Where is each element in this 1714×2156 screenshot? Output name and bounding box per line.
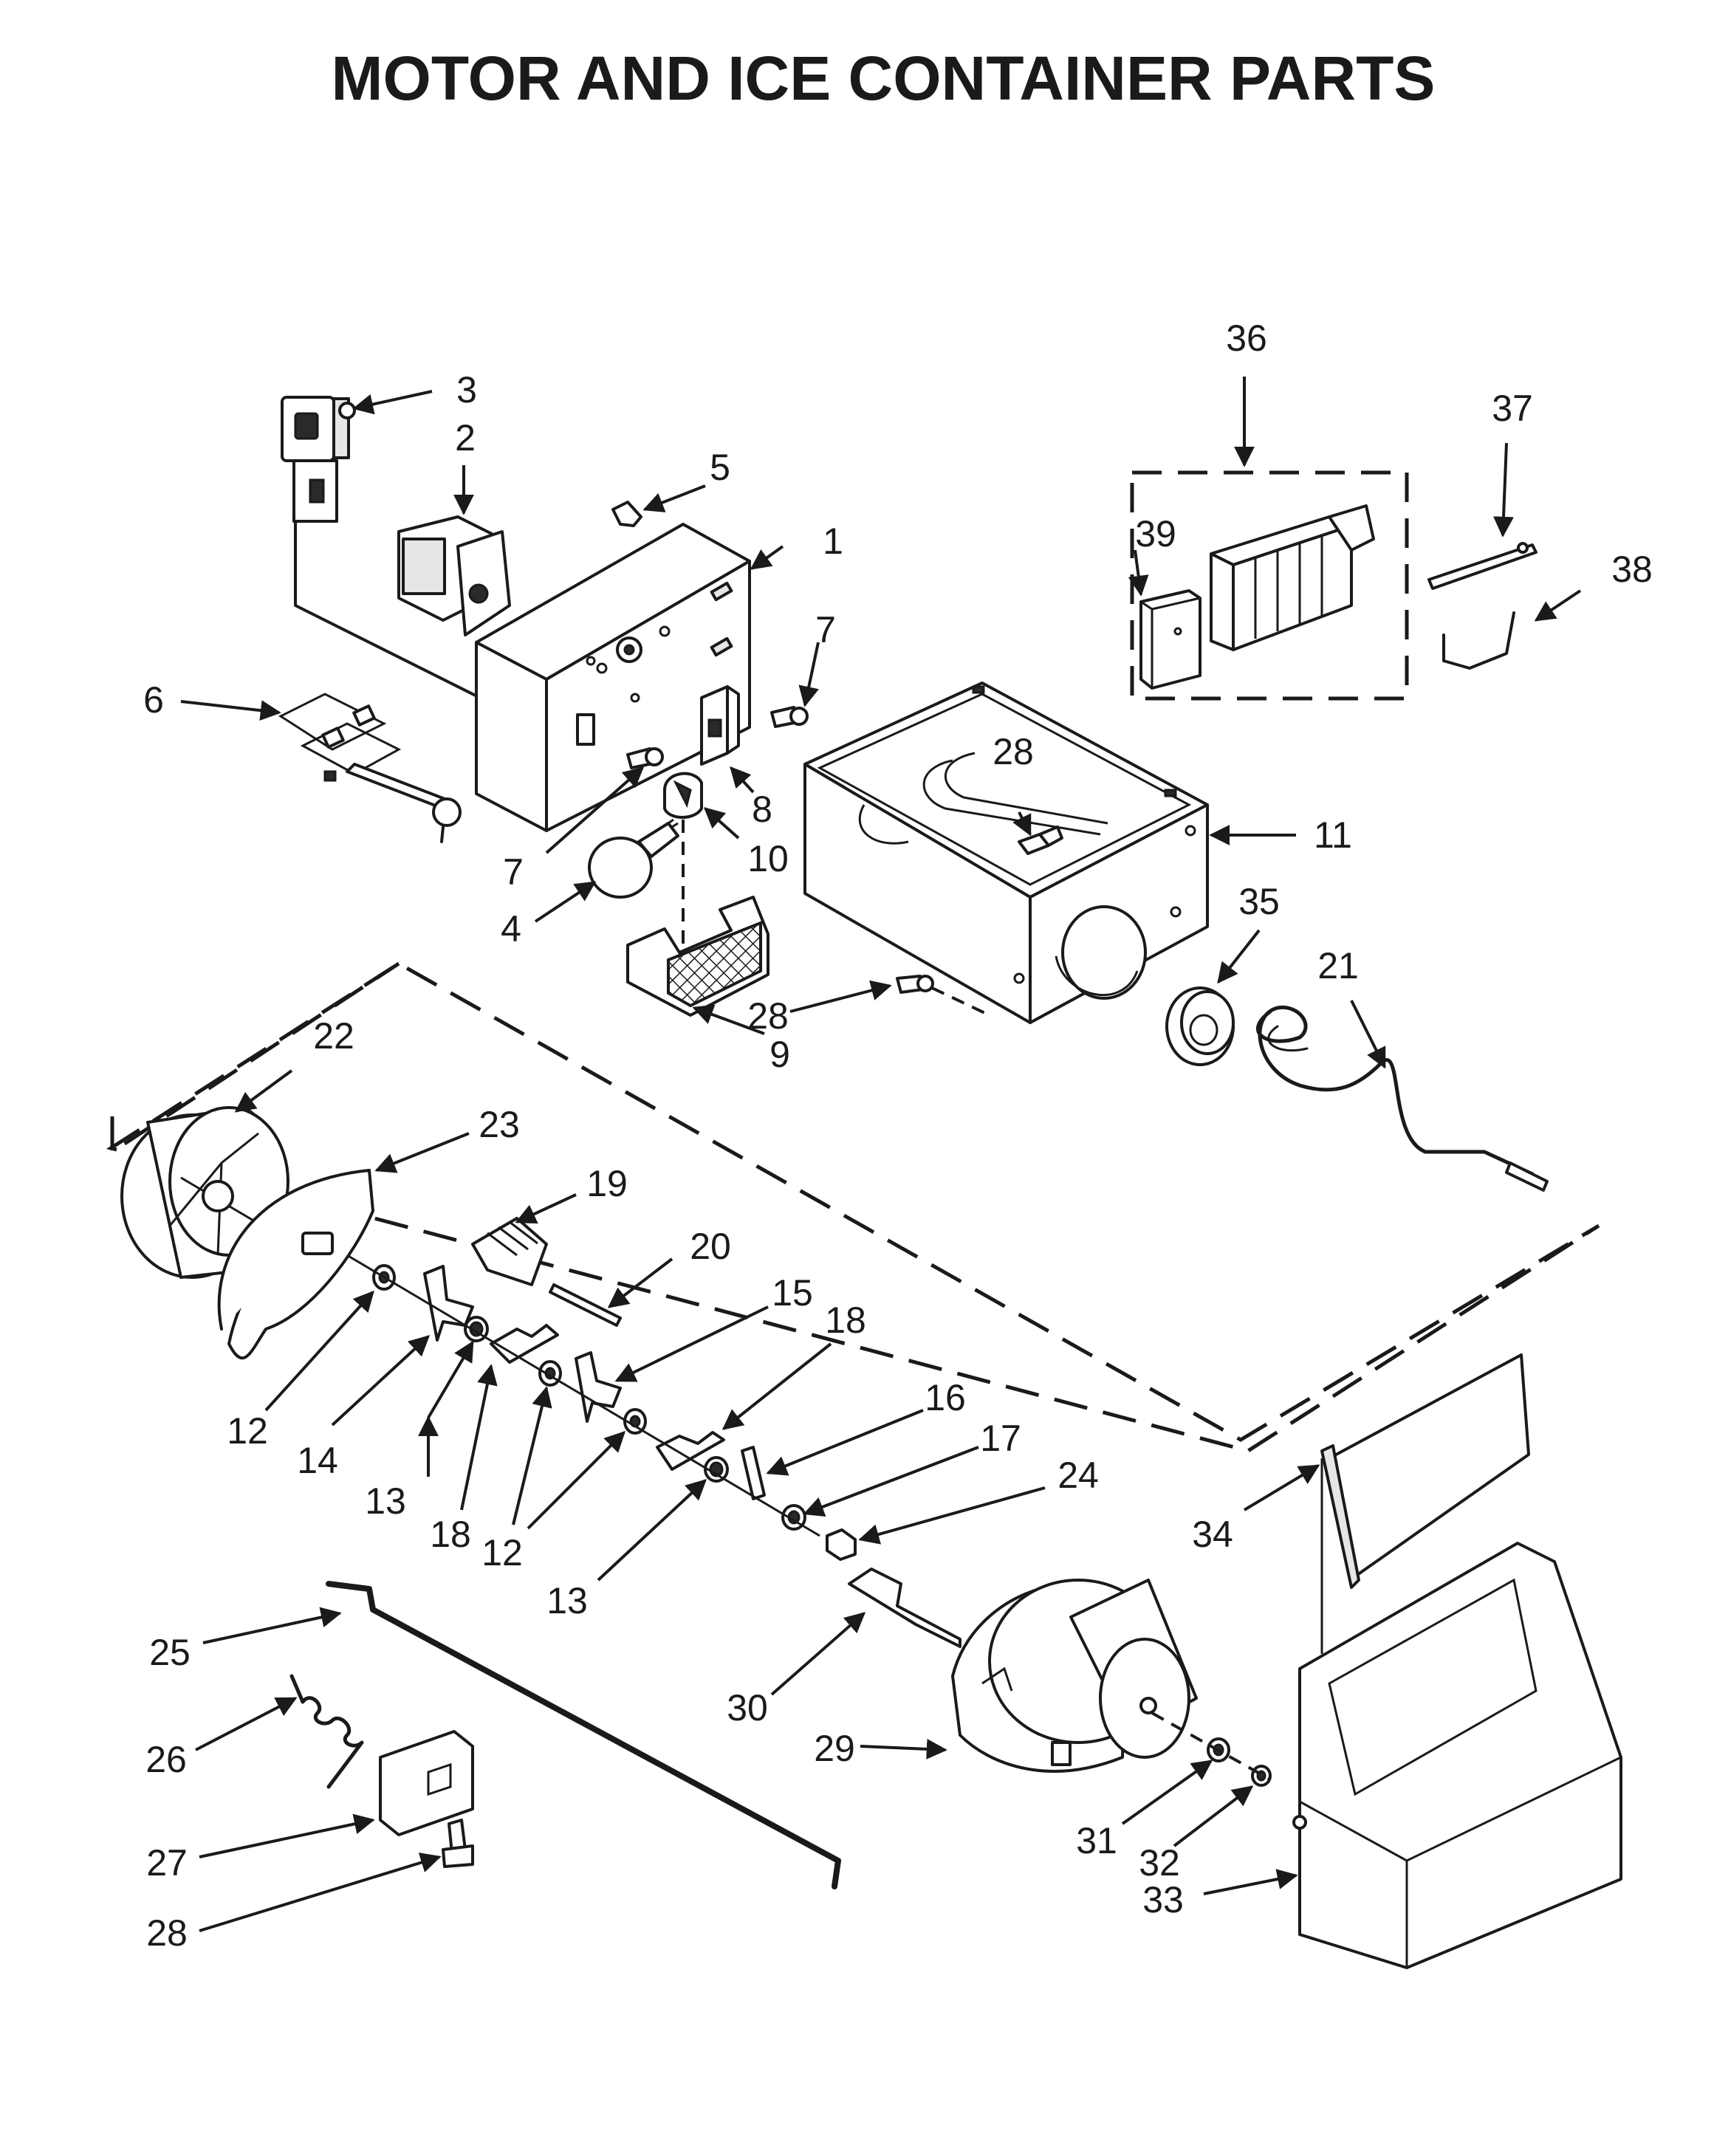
callout-9: 9 bbox=[769, 1034, 790, 1075]
callout-35: 35 bbox=[1238, 881, 1280, 922]
callout-7a: 7 bbox=[815, 609, 836, 650]
ice-bucket-part[interactable] bbox=[1292, 1542, 1622, 1969]
motor-housing-part[interactable] bbox=[475, 523, 751, 832]
auger-shaft-part[interactable] bbox=[549, 1283, 622, 1327]
screw-part[interactable] bbox=[896, 975, 990, 1017]
callout-28c: 28 bbox=[146, 1912, 188, 1954]
shut-off-arm-part[interactable] bbox=[1442, 611, 1515, 670]
auger-coupling-part[interactable] bbox=[471, 1217, 548, 1286]
bracket-part[interactable] bbox=[700, 685, 740, 766]
callout-16: 16 bbox=[925, 1377, 966, 1418]
screw-part[interactable] bbox=[770, 706, 809, 728]
callout-31: 31 bbox=[1076, 1820, 1117, 1861]
light-socket-part[interactable] bbox=[663, 772, 703, 819]
callout-30: 30 bbox=[727, 1687, 768, 1728]
callout-14: 14 bbox=[297, 1440, 338, 1481]
icemaker-assembly-part[interactable] bbox=[1210, 504, 1375, 651]
callout-23: 23 bbox=[479, 1104, 520, 1145]
drive-motor-part[interactable] bbox=[951, 1579, 1198, 1773]
page-title: MOTOR AND ICE CONTAINER PARTS bbox=[332, 44, 1436, 113]
water-valve-solenoid-part[interactable] bbox=[281, 396, 504, 710]
callout-labels: 1 2 3 4 5 6 7 7 8 9 10 11 12 12 13 13 14… bbox=[143, 317, 1653, 1954]
washer-part[interactable] bbox=[464, 1316, 489, 1342]
callout-29: 29 bbox=[814, 1728, 855, 1769]
callout-26: 26 bbox=[145, 1739, 187, 1780]
bin-door-part[interactable] bbox=[1320, 1353, 1530, 1589]
callout-20: 20 bbox=[690, 1226, 731, 1267]
bushing-part[interactable] bbox=[538, 1360, 562, 1387]
switch-harness-part[interactable] bbox=[278, 693, 462, 843]
callout-3: 3 bbox=[456, 369, 477, 411]
callout-15: 15 bbox=[772, 1272, 813, 1314]
screw-part[interactable] bbox=[1018, 825, 1063, 855]
light-bulb-part[interactable] bbox=[588, 818, 679, 899]
callout-12a: 12 bbox=[227, 1410, 268, 1452]
spring-part[interactable] bbox=[289, 1674, 364, 1789]
callout-36: 36 bbox=[1226, 317, 1267, 359]
blade-disc-part[interactable] bbox=[217, 1169, 374, 1360]
callout-37: 37 bbox=[1492, 388, 1533, 429]
callout-4: 4 bbox=[501, 908, 521, 950]
icemaker-control-box-part[interactable] bbox=[1139, 589, 1201, 690]
spring-bracket-part[interactable] bbox=[379, 1730, 474, 1836]
seal-part[interactable] bbox=[1165, 986, 1235, 1066]
callout-5: 5 bbox=[710, 447, 730, 488]
callout-1: 1 bbox=[823, 521, 843, 562]
callout-27: 27 bbox=[146, 1842, 188, 1884]
callout-24: 24 bbox=[1057, 1455, 1099, 1496]
callout-12b: 12 bbox=[481, 1532, 523, 1573]
screw-part[interactable] bbox=[626, 747, 664, 769]
screw-part[interactable] bbox=[442, 1819, 474, 1868]
auger-housing-part[interactable] bbox=[120, 1106, 289, 1279]
callout-28b: 28 bbox=[747, 995, 789, 1037]
callout-11: 11 bbox=[1314, 814, 1352, 856]
clip-part[interactable] bbox=[611, 501, 642, 527]
rod-part[interactable] bbox=[326, 1581, 841, 1889]
callout-38: 38 bbox=[1611, 549, 1653, 590]
auger-motor-part[interactable] bbox=[397, 515, 518, 662]
callout-6: 6 bbox=[143, 679, 164, 721]
callout-19: 19 bbox=[586, 1163, 628, 1204]
crusher-blade-part[interactable] bbox=[575, 1351, 622, 1423]
assembly-outline bbox=[106, 961, 1600, 1453]
callout-17: 17 bbox=[980, 1418, 1021, 1459]
callout-25: 25 bbox=[149, 1632, 191, 1673]
callout-22: 22 bbox=[313, 1015, 354, 1057]
light-shield-part[interactable] bbox=[626, 896, 769, 1017]
callout-13b: 13 bbox=[546, 1580, 588, 1621]
callout-18a: 18 bbox=[430, 1514, 471, 1555]
clip-ring-part[interactable] bbox=[1251, 1765, 1272, 1787]
actuator-bracket-part[interactable] bbox=[848, 1568, 961, 1648]
callout-10: 10 bbox=[747, 838, 789, 879]
callout-2: 2 bbox=[455, 417, 476, 459]
heater-tube-part[interactable] bbox=[1256, 1006, 1549, 1192]
callout-7b: 7 bbox=[503, 851, 524, 893]
callout-32: 32 bbox=[1139, 1842, 1180, 1884]
ice-container-housing-part[interactable] bbox=[803, 682, 1209, 1024]
mounting-bracket-part[interactable] bbox=[1427, 542, 1538, 590]
callout-34: 34 bbox=[1192, 1514, 1233, 1555]
callout-28a: 28 bbox=[993, 731, 1034, 772]
leader-lines bbox=[180, 377, 1582, 1932]
callout-33: 33 bbox=[1142, 1879, 1184, 1920]
stationary-blade-part[interactable] bbox=[656, 1431, 725, 1471]
callout-18b: 18 bbox=[825, 1300, 866, 1341]
washer-part[interactable] bbox=[704, 1456, 729, 1483]
callout-8: 8 bbox=[752, 789, 772, 830]
stationary-blade-part[interactable] bbox=[490, 1324, 559, 1364]
callout-13a: 13 bbox=[365, 1480, 406, 1522]
callout-39: 39 bbox=[1135, 513, 1176, 555]
spacer-part[interactable] bbox=[741, 1446, 766, 1500]
callout-21: 21 bbox=[1317, 945, 1359, 986]
nut-part[interactable] bbox=[826, 1528, 857, 1561]
